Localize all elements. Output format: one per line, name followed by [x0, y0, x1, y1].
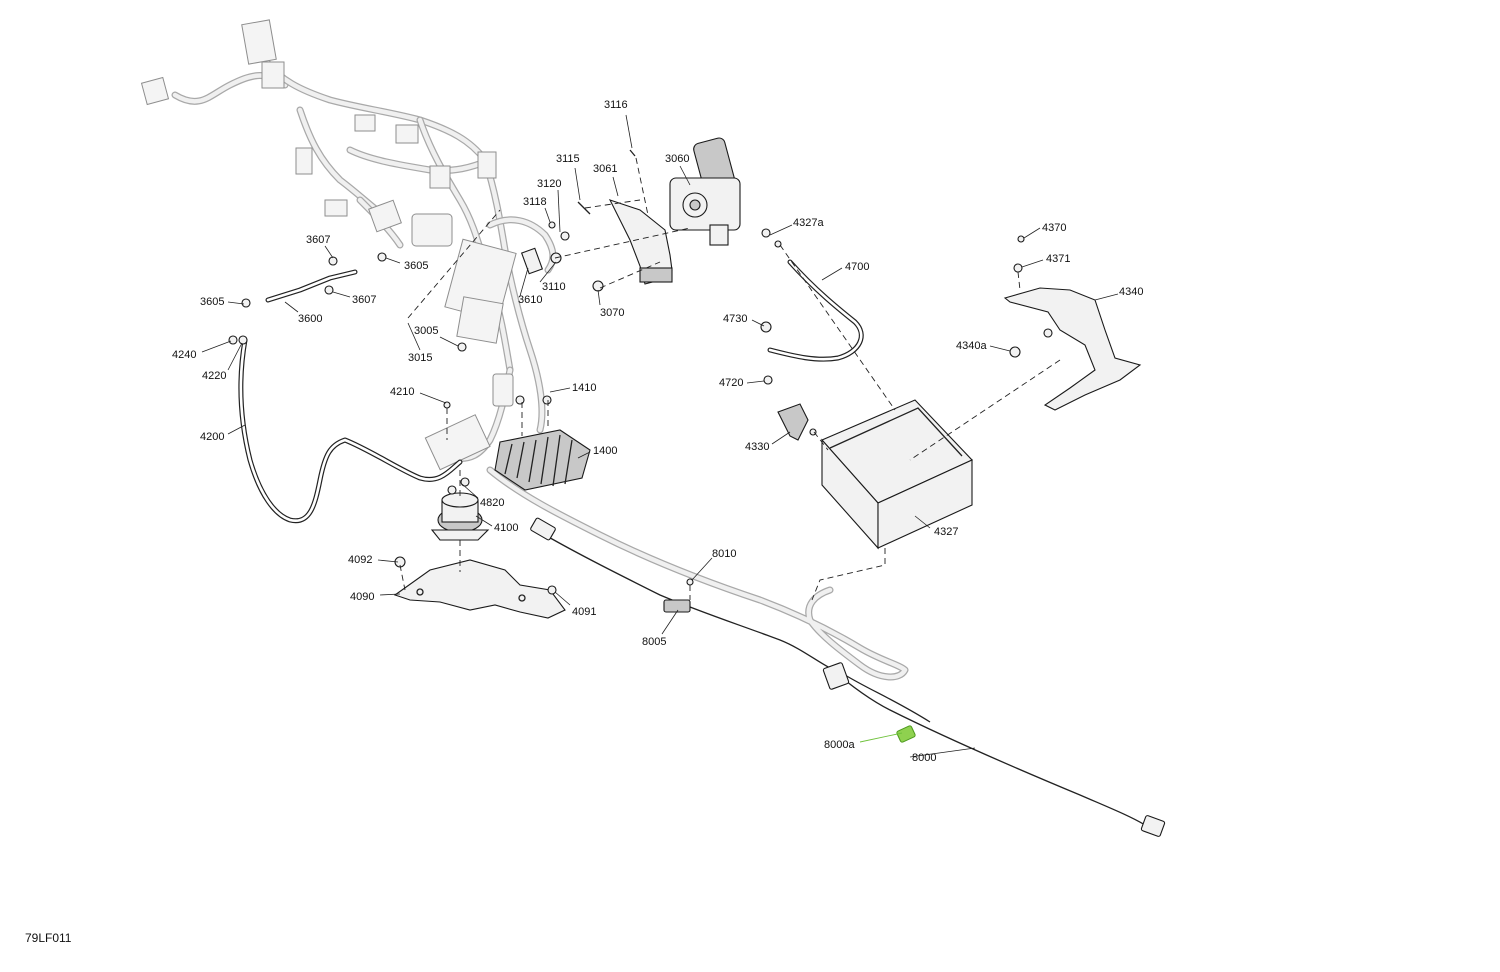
connector-3610	[520, 247, 544, 275]
label-4820: 4820	[480, 497, 504, 509]
label-3116: 3116	[604, 99, 628, 111]
label-8005: 8005	[642, 636, 666, 648]
label-4330: 4330	[745, 441, 769, 453]
label-3600: 3600	[298, 313, 322, 325]
label-1400: 1400	[593, 445, 617, 457]
label-3005: 3005	[414, 325, 438, 337]
label-3110: 3110	[542, 281, 566, 293]
label-3118: 3118	[523, 196, 547, 208]
plate-4090	[393, 556, 566, 619]
label-4220: 4220	[202, 370, 226, 382]
label-3610: 3610	[518, 294, 542, 306]
part-labels: 3116 3115 3061 3060 3120 3118 3110 3070 …	[172, 99, 1143, 764]
label-4210: 4210	[390, 386, 414, 398]
cable-4200	[228, 335, 463, 524]
cable-4700	[760, 228, 864, 385]
label-4090: 4090	[350, 591, 374, 603]
label-4730: 4730	[723, 313, 747, 325]
label-3605-right: 3605	[404, 260, 428, 272]
label-3060: 3060	[665, 153, 689, 165]
motor-3060	[669, 137, 741, 246]
main-wiring-harness	[140, 19, 557, 471]
label-4700: 4700	[845, 261, 869, 273]
label-8000: 8000	[912, 752, 936, 764]
figure-code: 79LF011	[25, 931, 72, 945]
label-3607-bottom: 3607	[352, 294, 376, 306]
label-3070: 3070	[600, 307, 624, 319]
label-4327: 4327	[934, 526, 958, 538]
label-4240: 4240	[172, 349, 196, 361]
cable-3600	[265, 269, 358, 303]
label-3115: 3115	[556, 153, 580, 165]
label-3015: 3015	[408, 352, 432, 364]
battery-4327	[821, 399, 973, 550]
harness-8000	[530, 517, 1166, 837]
label-4340: 4340	[1119, 286, 1143, 298]
label-4371: 4371	[1046, 253, 1070, 265]
label-4200: 4200	[200, 431, 224, 443]
cover-4330	[777, 403, 809, 441]
label-8000a: 8000a	[824, 739, 855, 751]
label-4327a: 4327a	[793, 217, 824, 229]
label-8010: 8010	[712, 548, 736, 560]
bracket-4340	[1003, 235, 1142, 411]
label-4340a: 4340a	[956, 340, 987, 352]
label-3120: 3120	[537, 178, 561, 190]
leader-lines	[201, 114, 1119, 758]
label-3061: 3061	[593, 163, 617, 175]
assembly-lines	[399, 157, 1061, 601]
label-4100: 4100	[494, 522, 518, 534]
label-3605-left: 3605	[200, 296, 224, 308]
label-4370: 4370	[1042, 222, 1066, 234]
fuse-highlight	[896, 725, 916, 743]
harness-lower-loop	[486, 466, 909, 681]
label-4091: 4091	[572, 606, 596, 618]
label-1410: 1410	[572, 382, 596, 394]
label-3607-top: 3607	[306, 234, 330, 246]
label-4092: 4092	[348, 554, 372, 566]
clip-8005	[663, 599, 691, 613]
solenoid-4100	[430, 401, 490, 541]
regulator-1400	[494, 395, 591, 491]
label-4720: 4720	[719, 377, 743, 389]
